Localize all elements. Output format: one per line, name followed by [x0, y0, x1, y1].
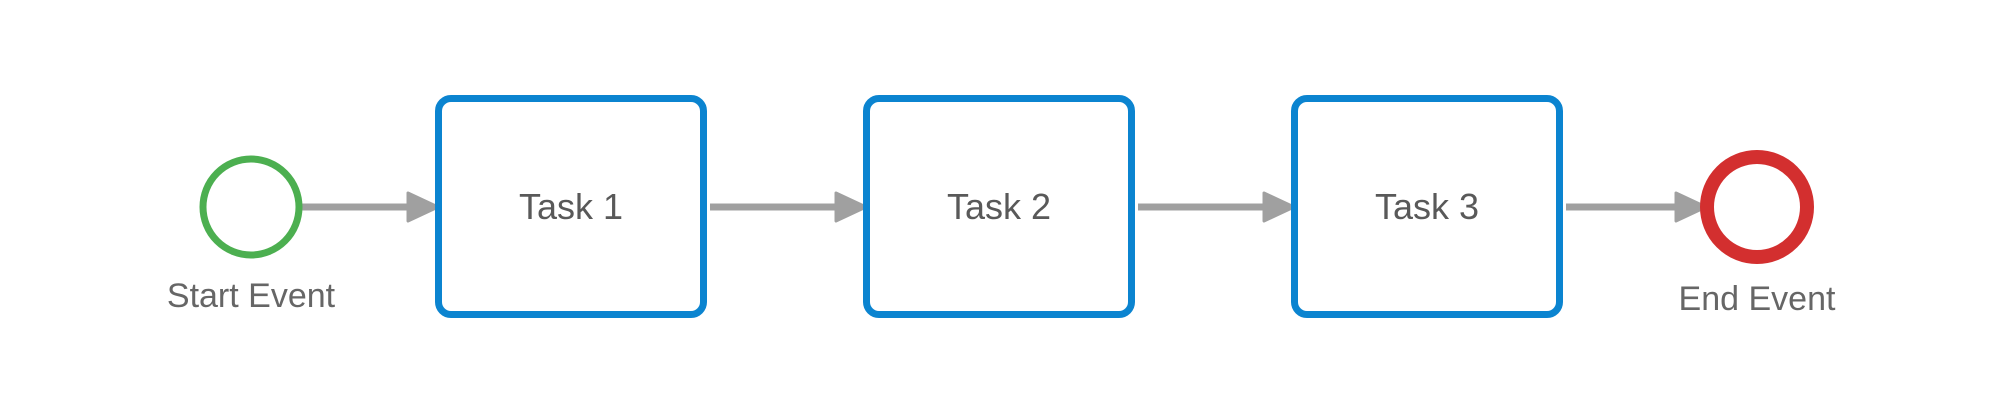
task-3-box[interactable]: Task 3	[1291, 95, 1563, 318]
task-2-label: Task 2	[946, 185, 1052, 227]
end-event-label: End Event	[1678, 280, 1836, 318]
task-1-box[interactable]: Task 1	[435, 95, 707, 318]
connector-task2-task3[interactable]	[1138, 191, 1296, 223]
start-event-circle[interactable]	[199, 155, 303, 259]
task-1-label: Task 1	[518, 185, 624, 227]
start-event-label: Start Event	[166, 277, 336, 315]
connector-start-task1[interactable]	[302, 191, 440, 223]
connector-task3-end[interactable]	[1566, 191, 1708, 223]
task-2-box[interactable]: Task 2	[863, 95, 1135, 318]
task-3-label: Task 3	[1374, 185, 1480, 227]
end-event-circle[interactable]	[1700, 150, 1814, 264]
connector-task1-task2[interactable]	[710, 191, 868, 223]
